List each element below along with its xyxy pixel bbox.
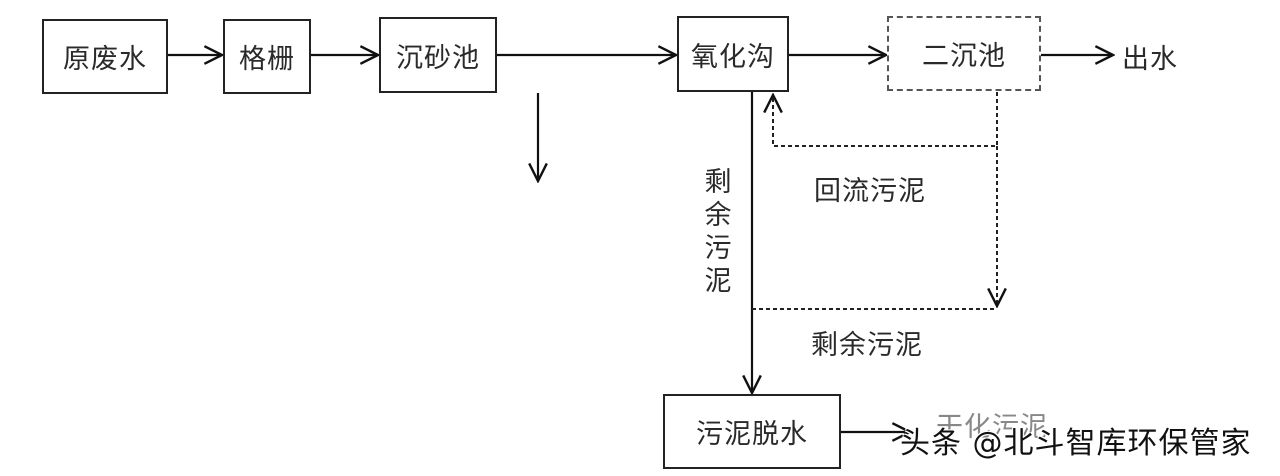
edge-return-sludge [773,92,998,147]
label-effluent: 出水 [1122,44,1178,75]
node-label: 沉砂池 [396,42,480,74]
node-sludge-dewatering: 污泥脱水 [663,394,841,469]
node-oxidation-ditch: 氧化沟 [677,16,789,92]
node-label: 格栅 [239,44,295,75]
node-label: 氧化沟 [691,41,775,73]
node-screen: 格栅 [223,19,311,94]
label-excess-sludge-horizontal: 剩余污泥 [811,330,923,361]
node-secondary-clarifier: 二沉池 [887,16,1041,91]
node-label: 原废水 [63,44,147,75]
node-raw-wastewater: 原废水 [42,19,168,94]
label-return-sludge: 回流污泥 [814,176,926,207]
node-label: 污泥脱水 [696,419,808,450]
node-grit-chamber: 沉砂池 [379,17,497,93]
label-dried-sludge: 干化污泥 [936,412,1048,443]
label-excess-sludge-vertical: 剩余污泥 [704,167,732,297]
watermark: 头条 @北斗智库环保管家 [900,426,1252,461]
node-label: 二沉池 [922,41,1006,72]
